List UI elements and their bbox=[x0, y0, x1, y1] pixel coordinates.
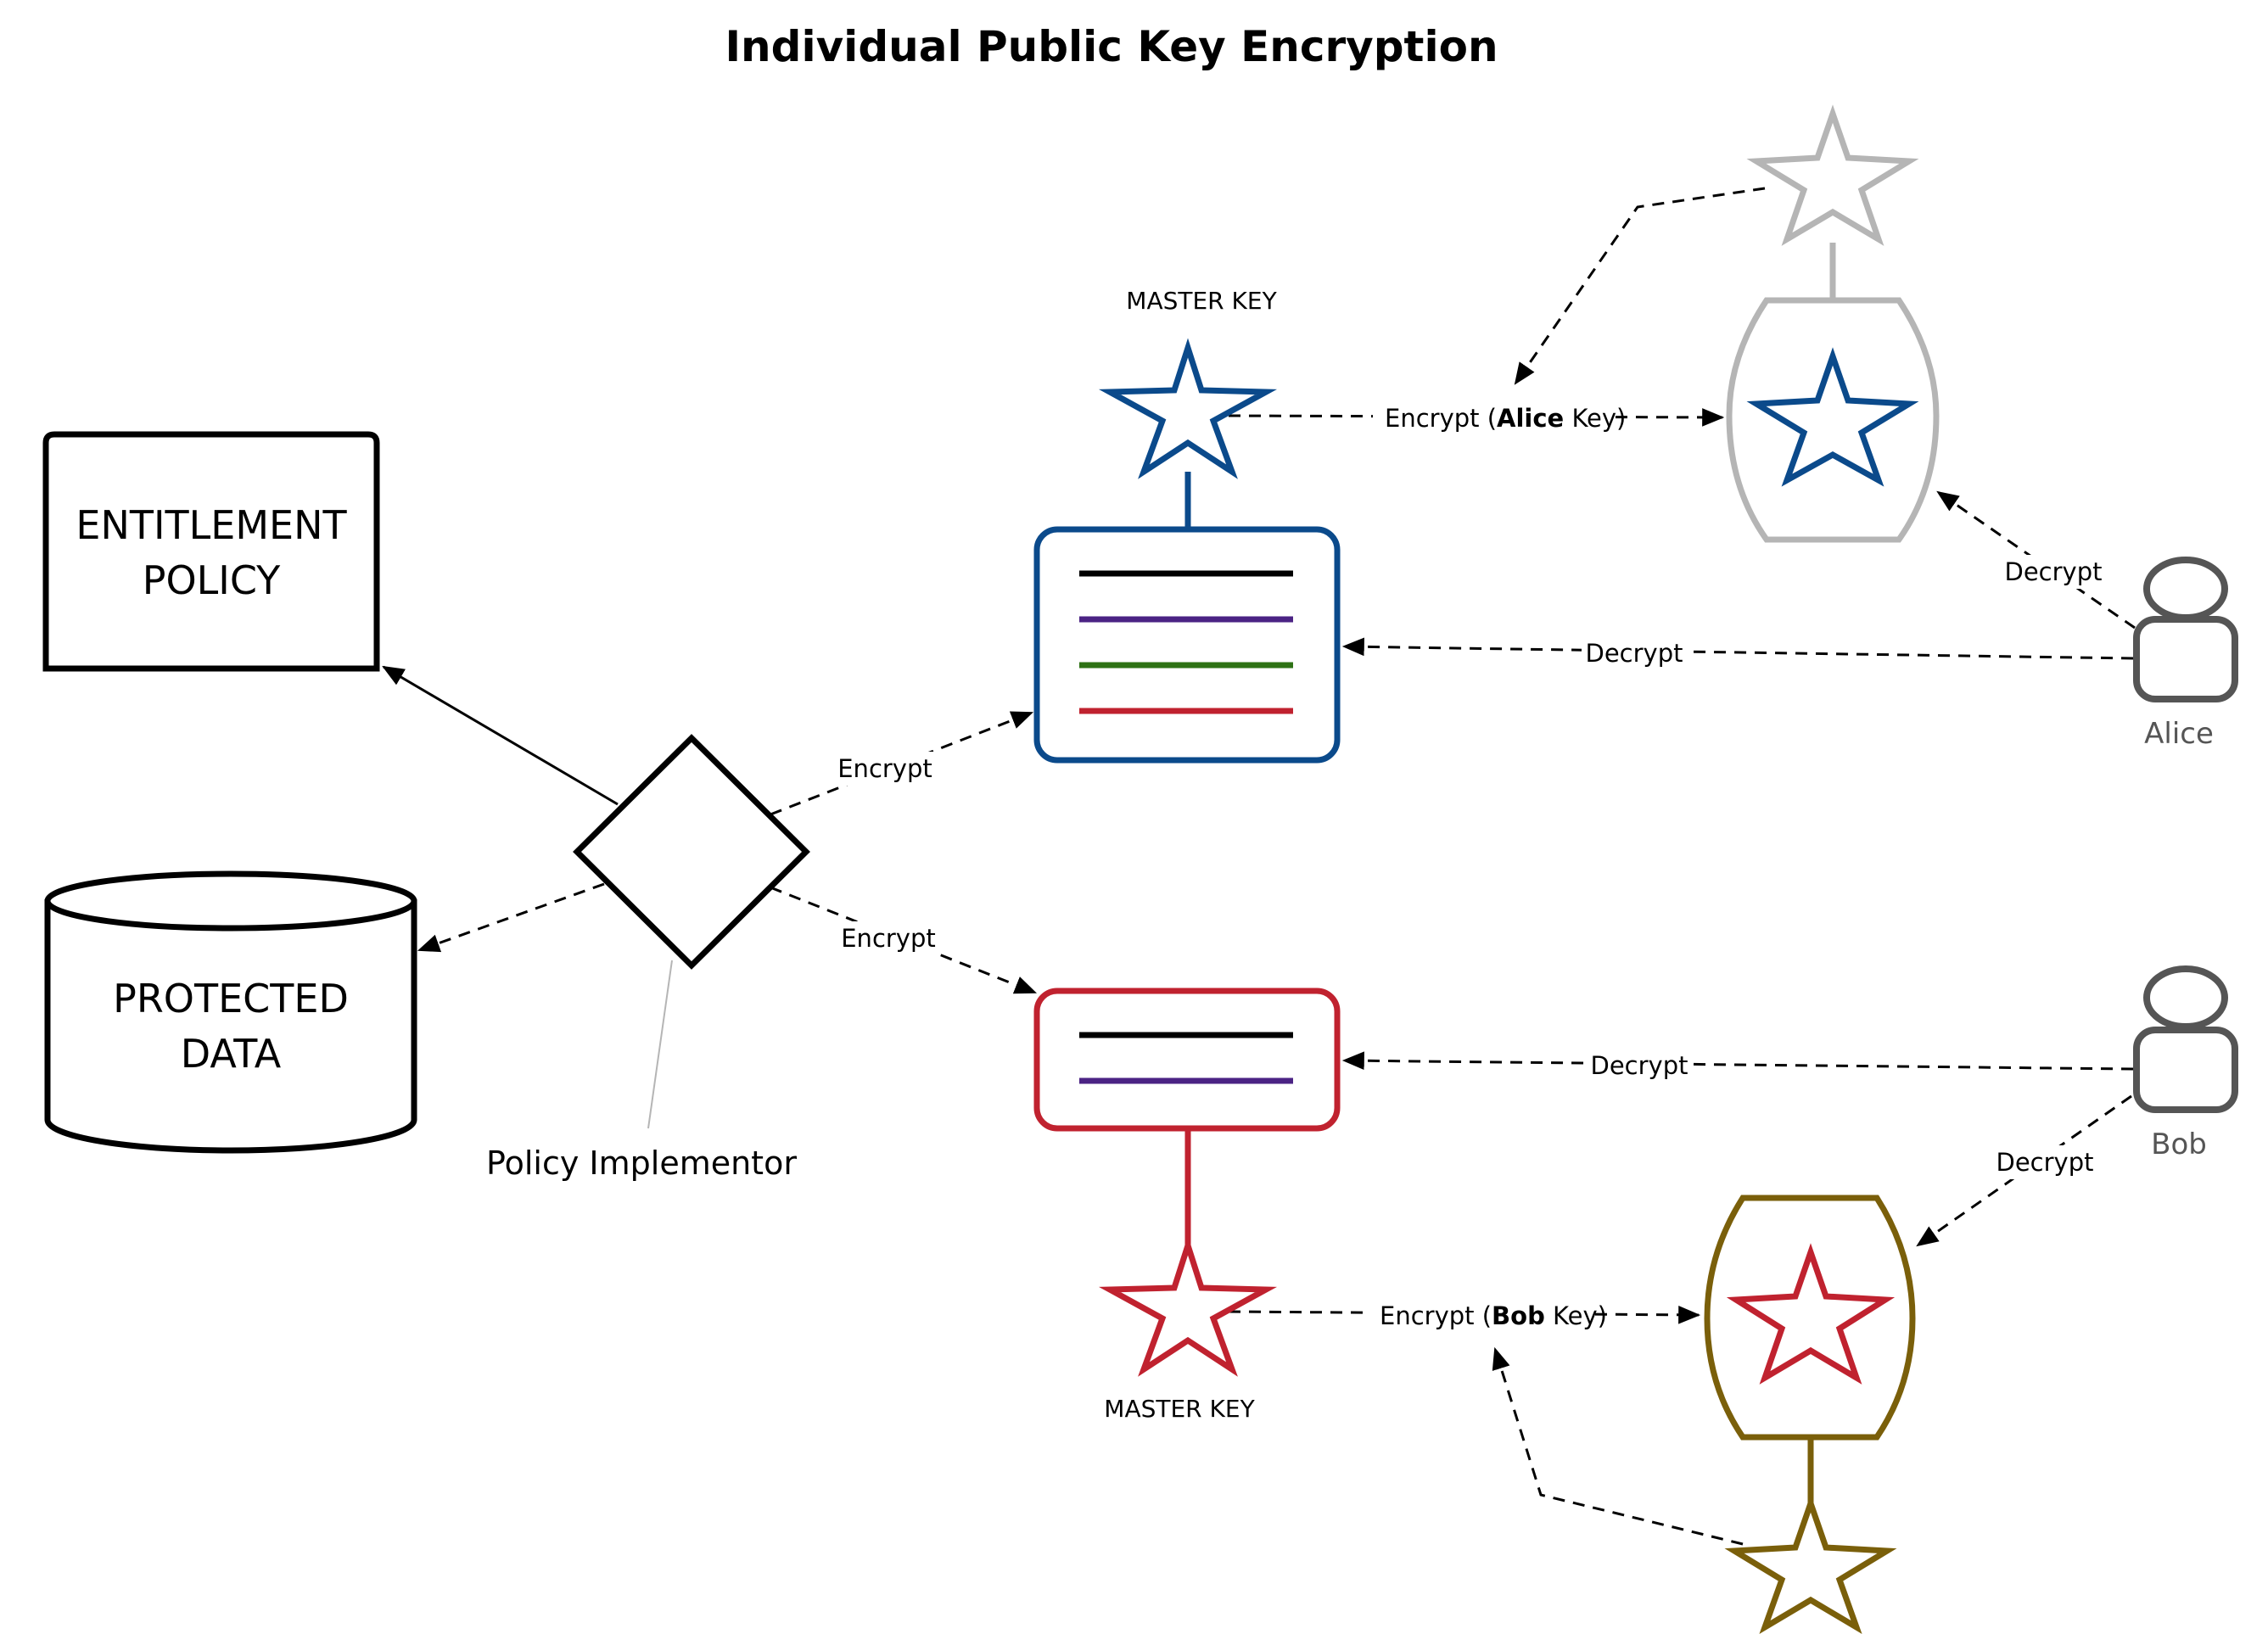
entitlement-policy-line-1: ENTITLEMENT bbox=[76, 502, 347, 548]
edge-implementor-to-policy bbox=[382, 665, 619, 806]
alice-person-icon bbox=[2133, 557, 2238, 702]
star-icon bbox=[1098, 1235, 1278, 1377]
edge-implementor-to-data bbox=[417, 882, 605, 953]
bob-key-container bbox=[1704, 1195, 1916, 1634]
protected-data-cylinder: PROTECTED DATA bbox=[44, 870, 417, 1154]
document-top bbox=[1033, 526, 1341, 764]
edge-labels: Encrypt Encrypt Encrypt (Alice Key) Encr… bbox=[835, 400, 2106, 1334]
alice-label: Alice bbox=[2144, 717, 2214, 751]
edge-alice-decrypt-doc bbox=[1341, 637, 2134, 660]
policy-implementor-label: Policy Implementor bbox=[486, 1144, 797, 1182]
star-icon bbox=[1098, 338, 1278, 479]
document-bottom bbox=[1033, 988, 1341, 1251]
edge-label-encrypt-alice: Encrypt (Alice Key) bbox=[1385, 404, 1626, 433]
master-key-top bbox=[1098, 338, 1278, 528]
edge-label-encrypt-bottom: Encrypt bbox=[841, 924, 936, 953]
edge-alice-key-source bbox=[1514, 187, 1766, 385]
master-key-bottom-label: MASTER KEY bbox=[1104, 1395, 1255, 1423]
edge-label-encrypt-bob: Encrypt (Bob Key) bbox=[1380, 1301, 1607, 1330]
edge-bob-key-source bbox=[1492, 1346, 1744, 1546]
edge-label-bob-decrypt-box: Decrypt bbox=[1996, 1148, 2094, 1177]
implementor-label-connector bbox=[647, 960, 673, 1129]
bob-label: Bob bbox=[2151, 1128, 2207, 1161]
edge-label-alice-decrypt-box: Decrypt bbox=[2005, 557, 2103, 586]
star-icon bbox=[1746, 347, 1919, 487]
bob-person-icon bbox=[2133, 965, 2238, 1113]
edges bbox=[382, 187, 2136, 1546]
alice-key-container bbox=[1726, 104, 1940, 543]
edge-encrypt-bottom bbox=[770, 886, 1038, 994]
master-key-bottom bbox=[1098, 1235, 1278, 1377]
edge-label-bob-decrypt-doc: Decrypt bbox=[1591, 1051, 1688, 1080]
edge-label-encrypt-top: Encrypt bbox=[837, 754, 932, 783]
protected-data-line-2: DATA bbox=[181, 1031, 282, 1077]
master-key-top-label: MASTER KEY bbox=[1126, 287, 1277, 315]
policy-implementor-diamond bbox=[573, 734, 810, 970]
edge-encrypt-top bbox=[770, 711, 1034, 816]
star-icon bbox=[1726, 1243, 1896, 1385]
star-icon bbox=[1724, 1494, 1897, 1634]
entitlement-policy-box: ENTITLEMENT POLICY bbox=[42, 431, 380, 672]
page-title: Individual Public Key Encryption bbox=[725, 22, 1498, 71]
edge-bob-decrypt-doc bbox=[1341, 1051, 2134, 1071]
star-icon bbox=[1746, 104, 1919, 246]
protected-data-line-1: PROTECTED bbox=[113, 976, 349, 1021]
edge-label-alice-decrypt-doc: Decrypt bbox=[1586, 639, 1683, 668]
entitlement-policy-line-2: POLICY bbox=[143, 557, 281, 603]
